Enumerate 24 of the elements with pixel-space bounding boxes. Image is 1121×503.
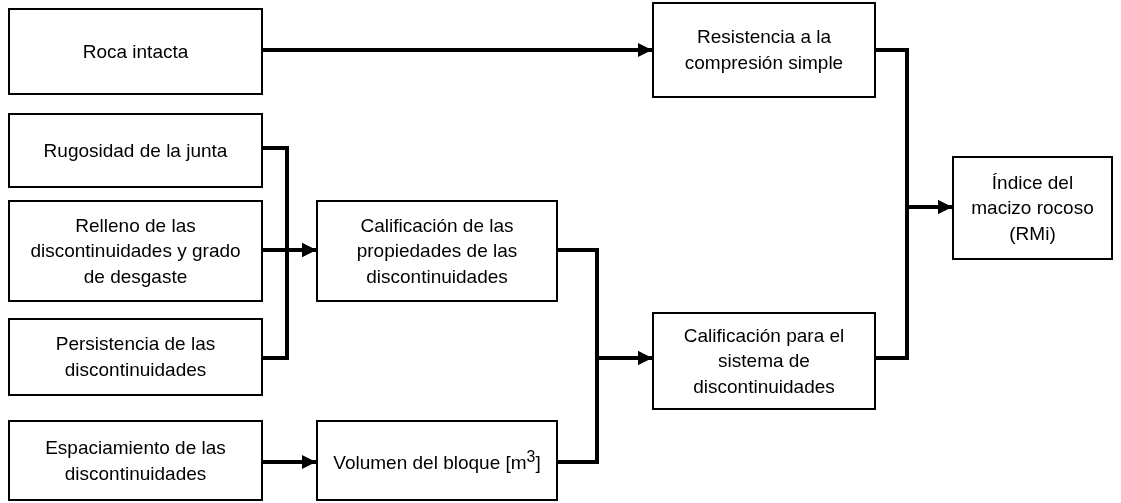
box-label: Volumen del bloque [m$^{3}$] xyxy=(333,446,541,475)
box-label: Calificación para el sistema de discontinuidades xyxy=(682,323,846,399)
arrow xyxy=(263,243,316,360)
process-box xyxy=(8,420,263,501)
box-label: Relleno de las discontinuidades y grado de desgaste xyxy=(29,213,242,289)
box-label: Espaciamiento de las discontinuidades xyxy=(44,435,227,486)
arrow xyxy=(263,43,652,57)
box-label: Rugosidad de la junta xyxy=(43,138,228,163)
box-label: Roca intacta xyxy=(82,39,189,64)
box-label: Índice del macizo rocoso (RMi) xyxy=(970,170,1095,246)
process-box xyxy=(8,113,263,188)
process-box xyxy=(952,156,1113,260)
process-box xyxy=(316,200,558,302)
box-label: Resistencia a la compresión simple xyxy=(683,25,845,75)
box-label: Calificación de las propiedades de las discontinuidades xyxy=(355,213,519,289)
arrow xyxy=(263,455,316,469)
process-box xyxy=(8,318,263,396)
process-box xyxy=(652,2,876,98)
process-box xyxy=(8,200,263,302)
box-label: Persistencia de las discontinuidades xyxy=(54,332,217,382)
process-box xyxy=(316,420,558,501)
process-box xyxy=(652,312,876,410)
process-box xyxy=(8,8,263,95)
arrow xyxy=(876,200,952,360)
